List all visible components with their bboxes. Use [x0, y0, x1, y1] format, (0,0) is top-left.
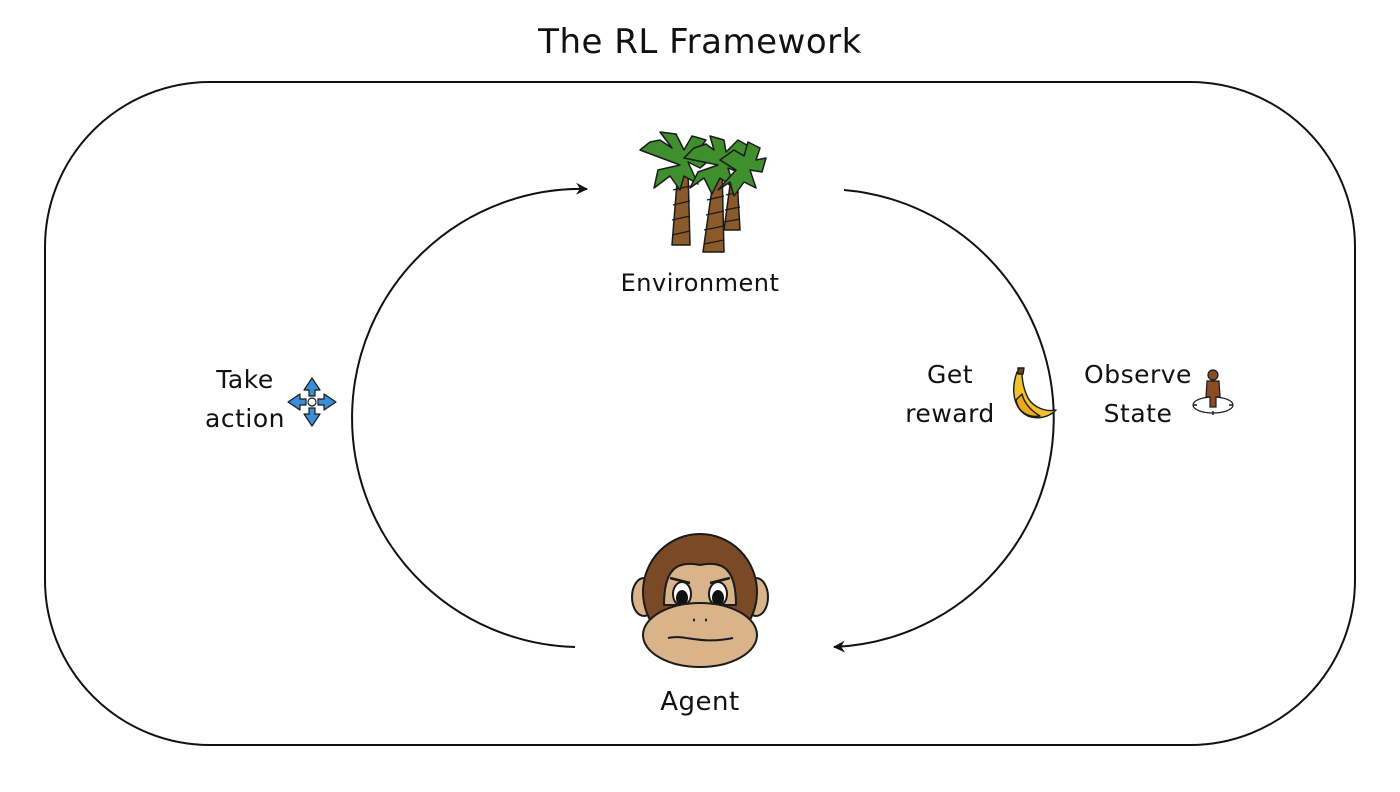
observe-state-line2: State: [1103, 399, 1173, 428]
get-reward-label: Get reward: [890, 355, 1010, 433]
observe-reward-arrow: [833, 189, 1055, 653]
banana-icon: [1013, 367, 1057, 419]
monkey-face-icon: [631, 533, 769, 668]
move-arrows-icon: [287, 377, 337, 427]
outer-frame: [44, 81, 1356, 746]
palm-trees-icon: [639, 131, 767, 253]
take-action-arrow: [351, 182, 588, 648]
person-target-icon: [1192, 369, 1234, 415]
observe-state-line1: Observe: [1084, 360, 1192, 389]
observe-state-label: Observe State: [1078, 355, 1198, 433]
diagram-title: The RL Framework: [538, 22, 862, 62]
take-action-line2: action: [205, 404, 285, 433]
agent-label: Agent: [660, 687, 740, 717]
get-reward-line2: reward: [905, 399, 995, 428]
environment-label: Environment: [620, 269, 780, 297]
get-reward-line1: Get: [926, 360, 974, 389]
take-action-label: Take action: [180, 360, 310, 438]
take-action-line1: Take: [216, 365, 274, 394]
